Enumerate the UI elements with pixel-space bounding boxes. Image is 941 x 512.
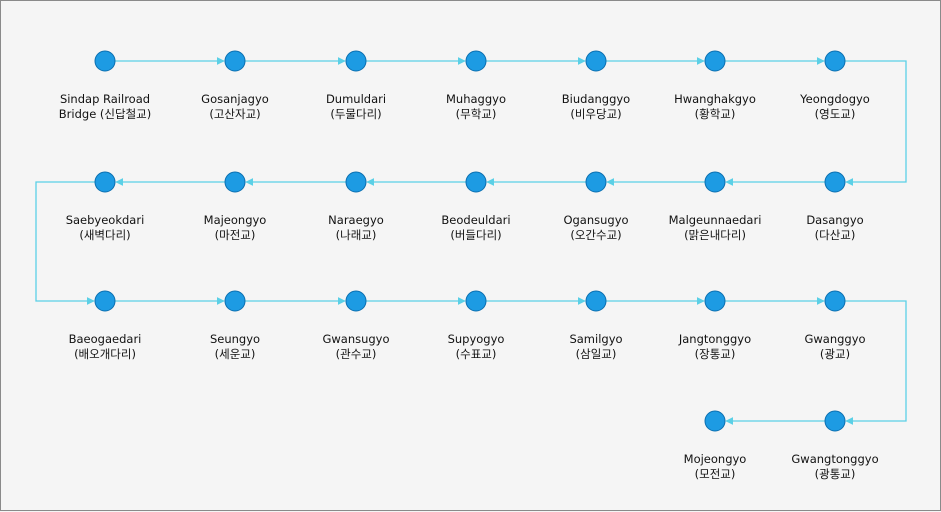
- bridge-label-12: Naraegyo(나래교): [291, 213, 421, 243]
- bridge-native-name: (관수교): [335, 347, 377, 361]
- bridge-name: Malgeunnaedari: [668, 213, 762, 227]
- connector-14-to-15: [35, 181, 95, 305]
- node-layer: [94, 50, 846, 432]
- bridge-node-12[interactable]: [345, 171, 367, 193]
- bridge-name: Saebyeokdari: [65, 213, 145, 227]
- bridge-native-name: (삼일교): [575, 347, 617, 361]
- bridge-node-22[interactable]: [824, 410, 846, 432]
- bridge-native-name: (맑은내다리): [684, 228, 746, 242]
- bridge-native-name: (새벽다리): [79, 228, 131, 242]
- bridge-native-name: (두물다리): [330, 107, 382, 121]
- bridge-node-11[interactable]: [465, 171, 487, 193]
- bridge-name: Jangtonggyo: [678, 332, 752, 346]
- bridge-node-15[interactable]: [94, 290, 116, 312]
- bridge-name: Beodeuldari: [441, 213, 511, 227]
- bridge-label-17: Gwansugyo(관수교): [291, 332, 421, 362]
- bridge-node-16[interactable]: [224, 290, 246, 312]
- bridge-label-11: Beodeuldari(버들다리): [411, 213, 541, 243]
- bridge-name: Seungyo: [209, 332, 261, 346]
- bridge-node-2[interactable]: [224, 50, 246, 72]
- bridge-name: Mojeongyo: [683, 452, 747, 466]
- bridge-name: Gwansugyo: [322, 332, 390, 346]
- bridge-native-name: (다산교): [814, 228, 856, 242]
- bridge-label-5: Biudanggyo(비우당교): [531, 92, 661, 122]
- bridge-name: Biudanggyo: [561, 92, 631, 106]
- bridge-label-10: Ogansugyo(오간수교): [531, 213, 661, 243]
- bridge-native-name: (광교): [819, 347, 851, 361]
- bridge-name: Ogansugyo: [563, 213, 629, 227]
- bridge-native-name: (무학교): [455, 107, 497, 121]
- bridge-name: Dumuldari: [325, 92, 387, 106]
- bridge-name: Gosanjagyo: [201, 92, 269, 106]
- bridge-node-20[interactable]: [704, 290, 726, 312]
- bridge-node-13[interactable]: [224, 171, 246, 193]
- bridge-node-18[interactable]: [465, 290, 487, 312]
- bridge-native-name: Bridge (신답철교): [58, 107, 152, 121]
- bridge-node-5[interactable]: [585, 50, 607, 72]
- bridge-name: Muhaggyo: [446, 92, 506, 106]
- bridge-label-20: Jangtonggyo(장통교): [650, 332, 780, 362]
- bridge-native-name: (비우당교): [570, 107, 622, 121]
- bridge-label-16: Seungyo(세운교): [170, 332, 300, 362]
- bridge-label-2: Gosanjagyo(고산자교): [170, 92, 300, 122]
- bridge-label-21: Gwanggyo(광교): [770, 332, 900, 362]
- bridge-name: Sindap Railroad: [59, 92, 151, 106]
- bridge-native-name: (모전교): [694, 467, 736, 481]
- bridge-name: Gwanggyo: [804, 332, 866, 346]
- bridge-native-name: (세운교): [214, 347, 256, 361]
- bridge-label-7: Yeongdogyo(영도교): [770, 92, 900, 122]
- bridge-node-1[interactable]: [94, 50, 116, 72]
- bridge-node-21[interactable]: [824, 290, 846, 312]
- bridge-name: Samilgyo: [569, 332, 623, 346]
- bridge-native-name: (배오개다리): [74, 347, 136, 361]
- bridge-label-4: Muhaggyo(무학교): [411, 92, 541, 122]
- bridge-node-23[interactable]: [704, 410, 726, 432]
- bridge-native-name: (버들다리): [450, 228, 502, 242]
- bridge-label-18: Supyogyo(수표교): [411, 332, 541, 362]
- bridge-name: Yeongdogyo: [800, 92, 870, 106]
- bridge-native-name: (광통교): [814, 467, 856, 481]
- bridge-label-14: Saebyeokdari(새벽다리): [40, 213, 170, 243]
- bridge-label-15: Baeogaedari(배오개다리): [40, 332, 170, 362]
- bridge-native-name: (영도교): [814, 107, 856, 121]
- bridge-name: Naraegyo: [328, 213, 384, 227]
- bridge-label-23: Mojeongyo(모전교): [650, 452, 780, 482]
- bridge-native-name: (오간수교): [570, 228, 622, 242]
- bridge-node-17[interactable]: [345, 290, 367, 312]
- bridge-label-6: Hwanghakgyo(황학교): [650, 92, 780, 122]
- bridge-label-13: Majeongyo(마전교): [170, 213, 300, 243]
- bridge-node-14[interactable]: [94, 171, 116, 193]
- bridge-native-name: (마전교): [214, 228, 256, 242]
- bridge-node-7[interactable]: [824, 50, 846, 72]
- bridge-name: Supyogyo: [447, 332, 505, 346]
- bridge-label-8: Dasangyo(다산교): [770, 213, 900, 243]
- bridge-node-10[interactable]: [585, 171, 607, 193]
- bridge-node-4[interactable]: [465, 50, 487, 72]
- bridge-label-19: Samilgyo(삼일교): [531, 332, 661, 362]
- bridge-label-9: Malgeunnaedari(맑은내다리): [650, 213, 780, 243]
- bridge-name: Gwangtonggyo: [791, 452, 879, 466]
- bridge-node-8[interactable]: [824, 171, 846, 193]
- bridge-name: Majeongyo: [203, 213, 267, 227]
- connector-7-to-8: [845, 60, 907, 186]
- bridge-label-22: Gwangtonggyo(광통교): [770, 452, 900, 482]
- bridge-node-19[interactable]: [585, 290, 607, 312]
- bridge-node-3[interactable]: [345, 50, 367, 72]
- bridge-native-name: (수표교): [455, 347, 497, 361]
- bridge-native-name: (장통교): [694, 347, 736, 361]
- bridge-node-6[interactable]: [704, 50, 726, 72]
- bridge-native-name: (나래교): [335, 228, 377, 242]
- bridge-node-9[interactable]: [704, 171, 726, 193]
- bridge-label-3: Dumuldari(두물다리): [291, 92, 421, 122]
- bridge-native-name: (고산자교): [209, 107, 261, 121]
- bridge-native-name: (황학교): [694, 107, 736, 121]
- bridge-name: Dasangyo: [806, 213, 864, 227]
- bridge-name: Hwanghakgyo: [674, 92, 756, 106]
- connector-layer: [35, 57, 907, 425]
- bridge-name: Baeogaedari: [68, 332, 142, 346]
- connector-21-to-22: [845, 300, 907, 425]
